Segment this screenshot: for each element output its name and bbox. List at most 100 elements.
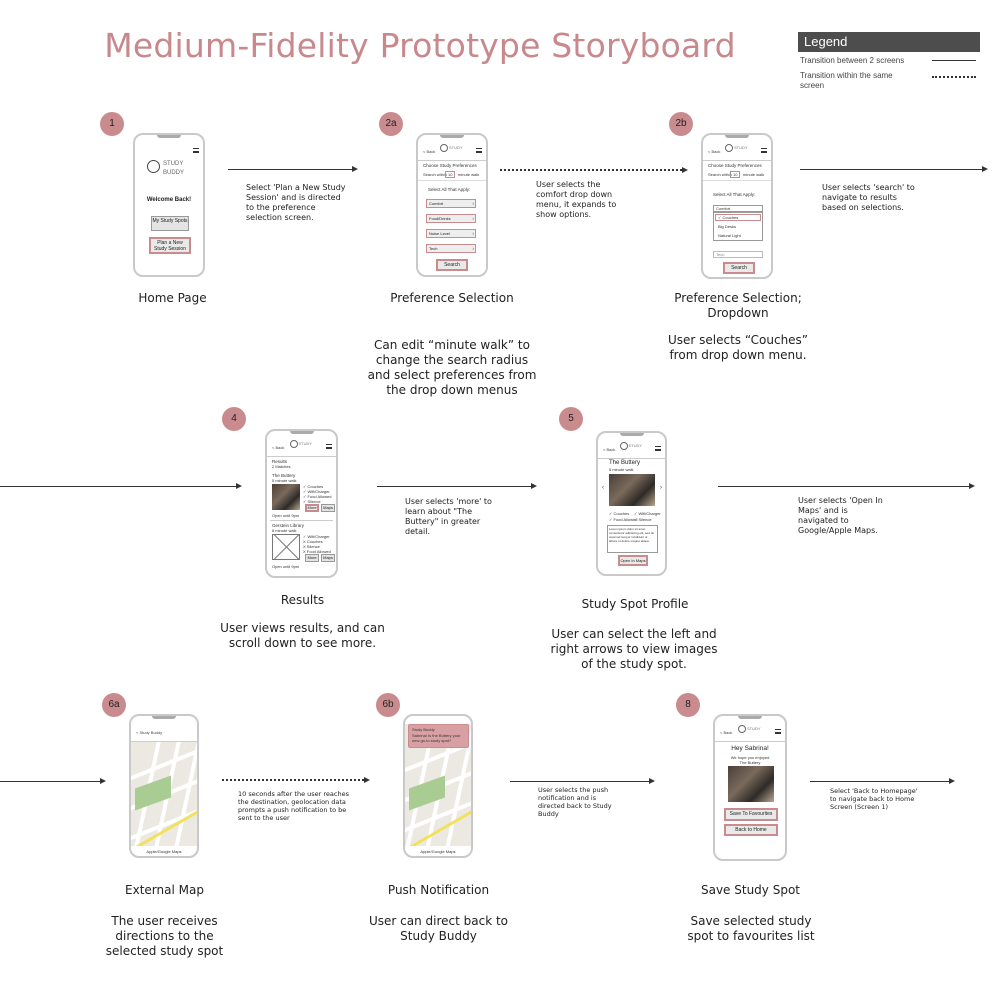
step-badge-2a: 2a bbox=[379, 112, 403, 136]
spot2-feature: ✓ Wifi/Charger bbox=[303, 534, 330, 539]
back-to-home-button[interactable]: Back to Home bbox=[724, 824, 778, 836]
back-link[interactable]: < Back bbox=[272, 445, 285, 450]
dropdown-list: ✓ Couches Big Desks Natural Light bbox=[713, 212, 763, 241]
my-study-spots-button[interactable]: My Study Spots bbox=[151, 216, 189, 231]
option-big-desks[interactable]: Big Desks bbox=[718, 224, 737, 229]
pref-heading: Choose Study Preferences bbox=[423, 163, 477, 168]
spot2-feature: X Couches bbox=[303, 539, 323, 544]
spot1-hours: Open until 9pm bbox=[272, 513, 300, 518]
pref-heading: Choose Study Preferences bbox=[708, 163, 762, 168]
sub-text: We hope you enjoyed The Buttery bbox=[730, 755, 770, 765]
comfort-dropdown[interactable]: Comfort bbox=[426, 199, 476, 208]
search-within-label: Search within bbox=[708, 172, 733, 177]
more-button[interactable]: More bbox=[305, 504, 319, 512]
back-link[interactable]: < Back bbox=[720, 730, 733, 735]
logo: STUDY bbox=[725, 144, 748, 152]
tech-dropdown[interactable]: Tech bbox=[713, 251, 763, 258]
arrow-right-icon[interactable]: › bbox=[660, 485, 662, 491]
spot-feature: ✓ Wifi/Charger bbox=[634, 511, 661, 516]
spot-feature: ✓ Couches bbox=[609, 511, 630, 516]
minutes-input[interactable]: 10 bbox=[730, 171, 741, 178]
option-natural-light[interactable]: Natural Light bbox=[718, 233, 741, 238]
label-preference: Preference Selection bbox=[390, 291, 514, 305]
minute-walk-label: minute walk bbox=[743, 172, 765, 177]
legend-heading: Legend bbox=[798, 32, 980, 52]
arrow-left-icon[interactable]: ‹ bbox=[602, 485, 604, 491]
back-link[interactable]: < Back bbox=[708, 149, 721, 154]
food-dropdown[interactable]: Food/Drinks bbox=[426, 214, 476, 223]
arrow-2 bbox=[500, 167, 688, 173]
park-area bbox=[409, 775, 445, 811]
legend-dotted-arrow bbox=[932, 76, 976, 78]
maps-button[interactable]: Maps bbox=[321, 504, 335, 512]
arrow-8 bbox=[810, 778, 955, 784]
phone-external-map: < Study Buddy Apple/Google Maps bbox=[129, 714, 199, 858]
arrow-1 bbox=[228, 166, 358, 172]
phone-results: < Back STUDY Results 2 Matches The Butte… bbox=[265, 429, 338, 578]
map-view[interactable] bbox=[131, 742, 197, 846]
tech-dropdown[interactable]: Tech bbox=[426, 244, 476, 253]
logo-icon bbox=[738, 725, 746, 733]
search-within-label: Search within bbox=[423, 172, 448, 177]
maps-button[interactable]: Maps bbox=[321, 554, 335, 562]
spot-title: The Buttery bbox=[609, 460, 641, 466]
spot1-feature: ✓ Wifi/Charger bbox=[303, 489, 330, 494]
spot2-walk: 8 minute walk bbox=[272, 528, 297, 533]
maps-app-label: Apple/Google Maps bbox=[146, 849, 182, 854]
back-link[interactable]: < Back bbox=[603, 447, 616, 452]
option-couches[interactable]: ✓ Couches bbox=[715, 214, 761, 221]
logo-text-top: STUDY bbox=[163, 161, 184, 167]
spot2-hours: Open until 9pm bbox=[272, 564, 300, 569]
logo-text-bottom: BUDDY bbox=[163, 170, 185, 176]
notification-message: Sabrina! Is the Buttery your new go-to s… bbox=[412, 733, 461, 743]
plan-session-button[interactable]: Plan a New Study Session bbox=[149, 237, 191, 254]
note-3: User selects 'search' to navigate to res… bbox=[822, 183, 915, 212]
logo-icon bbox=[619, 442, 628, 450]
arrow-5 bbox=[718, 483, 975, 489]
label-profile: Study Spot Profile bbox=[581, 597, 689, 611]
menu-icon[interactable] bbox=[655, 446, 661, 451]
logo: STUDY bbox=[738, 725, 761, 733]
phone-profile: < Back STUDY The Buttery 5 minute walk ‹… bbox=[596, 431, 667, 576]
label-home: Home Page bbox=[138, 291, 207, 305]
legend-solid-label: Transition between 2 screens bbox=[800, 56, 905, 65]
spot-feature: ✓ Silence bbox=[634, 517, 652, 522]
note-2: User selects the comfort drop down menu,… bbox=[536, 180, 617, 219]
arrow-3 bbox=[800, 166, 988, 172]
back-to-app-link[interactable]: < Study Buddy bbox=[136, 730, 163, 735]
open-in-maps-button[interactable]: Open In Maps bbox=[618, 555, 648, 566]
spot1-feature: ✓ Food Allowed bbox=[303, 494, 332, 499]
menu-icon[interactable] bbox=[476, 148, 482, 153]
results-count: 2 Matches bbox=[272, 464, 291, 469]
notification-app-name: Study Buddy bbox=[412, 727, 435, 732]
legend-solid-arrow bbox=[932, 60, 976, 61]
menu-icon[interactable] bbox=[326, 444, 332, 449]
select-all-label: Select All That Apply: bbox=[428, 187, 471, 192]
spot2-photo-placeholder bbox=[272, 534, 300, 560]
arrow-into-map bbox=[0, 778, 106, 784]
arrow-6 bbox=[222, 777, 370, 783]
menu-icon[interactable] bbox=[775, 729, 781, 734]
comfort-dropdown[interactable]: Comfort bbox=[713, 205, 763, 212]
spot-walk: 5 minute walk bbox=[609, 467, 634, 472]
minutes-input[interactable]: 10 bbox=[445, 171, 456, 178]
more-button[interactable]: More bbox=[305, 554, 319, 562]
note-8: Select 'Back to Homepage' to navigate ba… bbox=[830, 787, 918, 811]
desc-results: User views results, and can scroll down … bbox=[220, 621, 385, 650]
note-7: User selects the push notification and i… bbox=[538, 786, 612, 818]
save-to-favourites-button[interactable]: Save To Favourites bbox=[724, 808, 778, 821]
noise-dropdown[interactable]: Noise Level bbox=[426, 229, 476, 238]
menu-icon[interactable] bbox=[193, 148, 199, 153]
back-link[interactable]: < Back bbox=[423, 149, 436, 154]
search-button[interactable]: Search bbox=[723, 262, 755, 274]
arrow-7 bbox=[510, 778, 655, 784]
push-notification-banner[interactable]: Study Buddy Sabrina! Is the Buttery your… bbox=[408, 724, 469, 748]
search-button[interactable]: Search bbox=[436, 259, 468, 271]
menu-icon[interactable] bbox=[761, 148, 767, 153]
spot-feature: ✓ Food Allowed bbox=[609, 517, 638, 522]
phone-save-spot: < Back STUDY Hey Sabrina! We hope you en… bbox=[713, 714, 787, 861]
welcome-text: Welcome Back! bbox=[146, 197, 192, 203]
phone-push-notification: Study Buddy Sabrina! Is the Buttery your… bbox=[403, 714, 473, 858]
logo: STUDY bbox=[619, 442, 642, 450]
spot1-feature: ✓ Couches bbox=[303, 484, 324, 489]
